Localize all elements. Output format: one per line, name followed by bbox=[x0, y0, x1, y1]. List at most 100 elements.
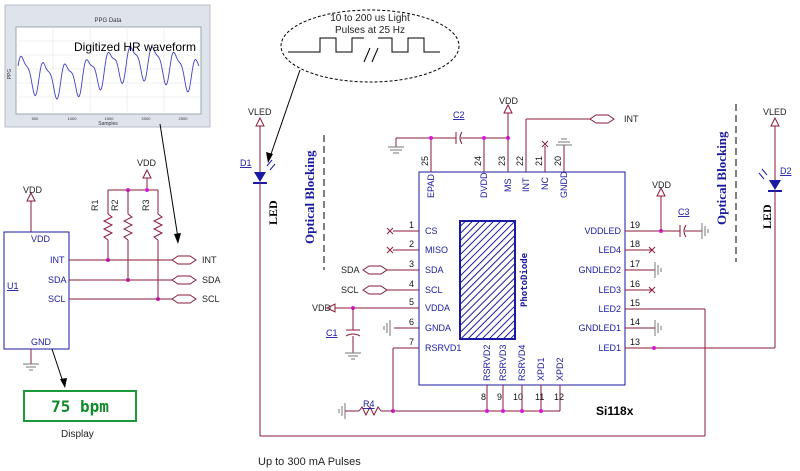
pin-num-22: 22 bbox=[515, 156, 525, 166]
d1-ref: D1 bbox=[240, 158, 252, 168]
pin-name-led1: LED1 bbox=[598, 343, 621, 353]
pin-num-9: 9 bbox=[497, 392, 502, 402]
top-int-net: INT bbox=[624, 114, 639, 124]
pin-num-19: 19 bbox=[630, 220, 640, 230]
bus-int-label: INT bbox=[202, 255, 217, 265]
pin-name-rsrvd3: RSRVD3 bbox=[498, 345, 508, 381]
waveform-xtick: 1000 bbox=[68, 116, 78, 121]
pin-num-18: 18 bbox=[630, 239, 640, 249]
c1-ref: C1 bbox=[326, 328, 338, 338]
u1-to-display-arrow bbox=[51, 348, 64, 383]
waveform-ylabel: PPG bbox=[7, 69, 13, 80]
pin-name-miso: MISO bbox=[425, 245, 448, 255]
display-readout: 75 bpm bbox=[51, 397, 109, 416]
optical-blocking-right: Optical Blocking bbox=[714, 131, 729, 225]
pin-name-rsrvd2: RSRVD2 bbox=[482, 345, 492, 381]
pullup-vdd-net: VDD bbox=[137, 158, 157, 168]
r2-ref: R2 bbox=[110, 199, 120, 211]
u1-pin-gnd: GND bbox=[31, 337, 52, 347]
pin-num-6: 6 bbox=[409, 317, 414, 327]
pin-name-gnda: GNDA bbox=[425, 323, 451, 333]
pin-num-15: 15 bbox=[630, 298, 640, 308]
pin-name-vddled: VDDLED bbox=[584, 226, 621, 236]
led-d2: VLED D2 LED bbox=[758, 107, 792, 348]
pin-name-rsrvd4: RSRVD4 bbox=[517, 345, 527, 381]
pin-name-led3: LED3 bbox=[598, 285, 621, 295]
pin-num-5: 5 bbox=[409, 297, 414, 307]
r3-ref: R3 bbox=[141, 199, 151, 211]
pin-name-epad: EPAD bbox=[426, 174, 436, 198]
display-box bbox=[23, 390, 137, 422]
pin-num-10: 10 bbox=[513, 392, 523, 402]
ppg-waveform-inset: PPG Data Digitized HR waveform PPG Sampl… bbox=[4, 4, 211, 128]
waveform-xtick: 1500 bbox=[105, 116, 115, 121]
d2-ref: D2 bbox=[780, 166, 792, 176]
pin-num-2: 2 bbox=[409, 239, 414, 249]
pin-num-7: 7 bbox=[409, 337, 414, 347]
waveform-xtick: 500 bbox=[32, 116, 39, 121]
left-pins: 1 2 3 4 5 6 7 CS MISO SDA SCL VDDA GNDA … bbox=[325, 220, 461, 411]
si118x-chip: PhotoDiode Si118x 25 24 23 22 21 20 EPAD… bbox=[312, 96, 775, 436]
r4-ref: R4 bbox=[363, 399, 375, 409]
bus-scl-label: SCL bbox=[202, 294, 220, 304]
pin-num-16: 16 bbox=[630, 279, 640, 289]
pin-name-rsrvd1: RSRVD1 bbox=[425, 343, 461, 353]
r1-ref: R1 bbox=[90, 199, 100, 211]
pin-name-cs: CS bbox=[425, 226, 438, 236]
footer-note: Up to 300 mA Pulses bbox=[258, 456, 361, 468]
u1-pin-sda: SDA bbox=[48, 275, 67, 285]
waveform-arrowhead bbox=[174, 233, 181, 244]
pin-num-4: 4 bbox=[409, 279, 414, 289]
bottom-pins: 8 9 10 11 12 RSRVD2 RSRVD3 RSRVD4 XPD1 X… bbox=[391, 345, 565, 413]
waveform-xtick: 2500 bbox=[179, 116, 189, 121]
pin-name-gndd: GNDD bbox=[559, 171, 569, 198]
waveform-title: PPG Data bbox=[94, 18, 122, 24]
pulse-arrow bbox=[269, 69, 301, 158]
pin-name-vdda: VDDA bbox=[425, 303, 450, 313]
c2-ref: C2 bbox=[453, 110, 465, 120]
waveform-xlabel: Samples bbox=[98, 121, 118, 127]
photodiode-label: PhotoDiode bbox=[519, 252, 530, 307]
pulse-text-line2: Pulses at 25 Hz bbox=[335, 25, 405, 36]
vdd-net-label: VDD bbox=[312, 303, 332, 313]
pin-num-1: 1 bbox=[409, 220, 414, 230]
pin-name-nc: NC bbox=[540, 177, 550, 190]
u1-pin-vdd: VDD bbox=[31, 234, 51, 244]
u1-pin-scl: SCL bbox=[48, 294, 66, 304]
d2-led-label: LED bbox=[760, 204, 774, 229]
waveform-arrow bbox=[159, 123, 179, 239]
bus-sda-label: SDA bbox=[202, 275, 221, 285]
pin-name-scl: SCL bbox=[425, 285, 443, 295]
c3-ref: C3 bbox=[678, 207, 690, 217]
i2c-bus: VDD R1 R2 R3 INT SDA SCL bbox=[69, 158, 221, 304]
u1-vdd-net: VDD bbox=[23, 185, 43, 195]
pin-num-13: 13 bbox=[630, 337, 640, 347]
d2-supply: VLED bbox=[763, 107, 787, 117]
pin-name-led2: LED2 bbox=[598, 304, 621, 314]
pulse-text-line1: 10 to 200 us Light bbox=[330, 13, 410, 24]
pin-name-sda: SDA bbox=[425, 265, 444, 275]
optical-blocking-left: Optical Blocking bbox=[302, 150, 317, 244]
pulse-arrowhead bbox=[266, 152, 273, 163]
pin-num-21: 21 bbox=[534, 156, 544, 166]
pin-name-led4: LED4 bbox=[598, 245, 621, 255]
pin-num-20: 20 bbox=[553, 156, 563, 166]
led-d1: VLED D1 LED bbox=[240, 107, 280, 436]
pin-num-14: 14 bbox=[630, 317, 640, 327]
top-pins: 25 24 23 22 21 20 EPAD DVDD MS INT NC GN… bbox=[420, 130, 572, 198]
right-vdd-net: VDD bbox=[652, 180, 672, 190]
top-vdd-net: VDD bbox=[499, 96, 519, 106]
pin-name-xpd2: XPD2 bbox=[555, 357, 565, 381]
display-caption: Display bbox=[61, 429, 94, 440]
pin-num-8: 8 bbox=[481, 392, 486, 402]
d1-led-label: LED bbox=[266, 200, 280, 225]
pin-num-17: 17 bbox=[630, 259, 640, 269]
pin-name-gndled2: GNDLED2 bbox=[578, 265, 621, 275]
pin-name-gndled1: GNDLED1 bbox=[578, 323, 621, 333]
pulse-callout: 10 to 200 us Light Pulses at 25 Hz bbox=[280, 9, 460, 83]
pin-num-23: 23 bbox=[497, 156, 507, 166]
ppg-trace bbox=[17, 46, 200, 100]
u1-pin-int: INT bbox=[50, 255, 65, 265]
scl-net-label: SCL bbox=[341, 285, 359, 295]
